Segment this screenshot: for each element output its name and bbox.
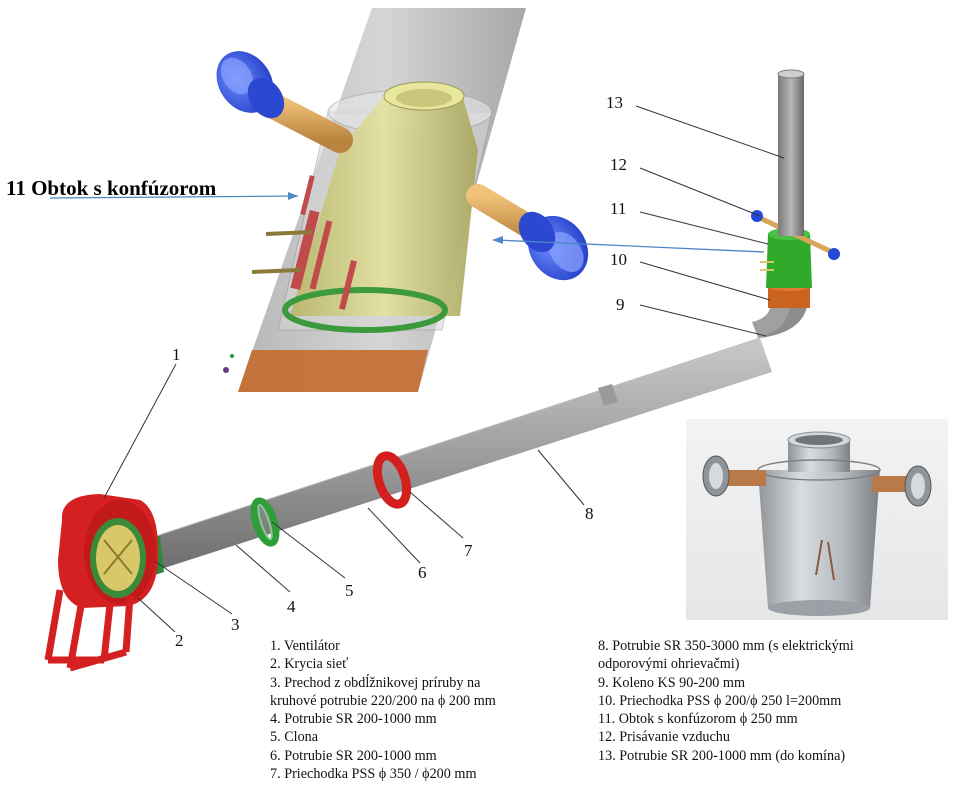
legend-item: 9. Koleno KS 90-200 mm — [598, 674, 745, 691]
label-6: 6 — [418, 563, 427, 582]
legend-item: 11. Obtok s konfúzorom ϕ 250 mm — [598, 711, 798, 728]
duct-assembly — [44, 69, 840, 672]
legend-item: 7. Priechodka PSS ϕ 350 / ϕ200 mm — [270, 766, 477, 783]
label-13: 13 — [606, 93, 623, 112]
bypass-photo — [686, 419, 948, 620]
leader-lines — [103, 105, 785, 633]
bypass-zoom-inset — [216, 8, 589, 392]
legend-item: 10. Priechodka PSS ϕ 200/ϕ 250 l=200mm — [598, 692, 842, 709]
legend-item: 2. Krycia sieť — [270, 656, 349, 673]
legend-item: 4. Potrubie SR 200-1000 mm — [270, 711, 437, 728]
pass-through-ring — [372, 451, 412, 509]
label-5: 5 — [345, 581, 354, 600]
legend-item: 12. Prisávanie vzduchu — [598, 729, 730, 746]
label-9: 9 — [616, 295, 625, 314]
label-2: 2 — [175, 631, 184, 650]
legend-item: 8. Potrubie SR 350-3000 mm (s elektrický… — [598, 638, 854, 654]
label-7: 7 — [464, 541, 473, 560]
legend-item: 6. Potrubie SR 200-1000 mm — [270, 747, 437, 764]
link-arrow — [495, 239, 765, 253]
legend-left: 1. Ventilátor 2. Krycia sieť 3. Prechod … — [270, 637, 570, 783]
label-4: 4 — [287, 597, 296, 616]
legend-right: 8. Potrubie SR 350-3000 mm (s elektrický… — [598, 637, 948, 765]
bypass-callout-label: 11 Obtok s konfúzorom — [6, 176, 217, 200]
label-3: 3 — [231, 615, 240, 634]
label-8: 8 — [585, 504, 594, 523]
label-1: 1 — [172, 345, 181, 364]
label-12: 12 — [610, 155, 627, 174]
callout-arrow — [49, 195, 299, 199]
label-10: 10 — [610, 250, 627, 269]
legend-item: 3. Prechod z obdĺžnikovej príruby na — [270, 674, 481, 691]
legend-item: odporovými ohrievačmi) — [598, 656, 740, 673]
legend-item: 1. Ventilátor — [270, 638, 340, 654]
legend-item: 5. Clona — [270, 729, 319, 746]
label-11: 11 — [610, 199, 627, 218]
orifice-ring — [250, 497, 280, 547]
legend-item: 13. Potrubie SR 200-1000 mm (do komína) — [598, 747, 846, 764]
legend-item: kruhové potrubie 220/200 na ϕ 200 mm — [270, 692, 496, 709]
